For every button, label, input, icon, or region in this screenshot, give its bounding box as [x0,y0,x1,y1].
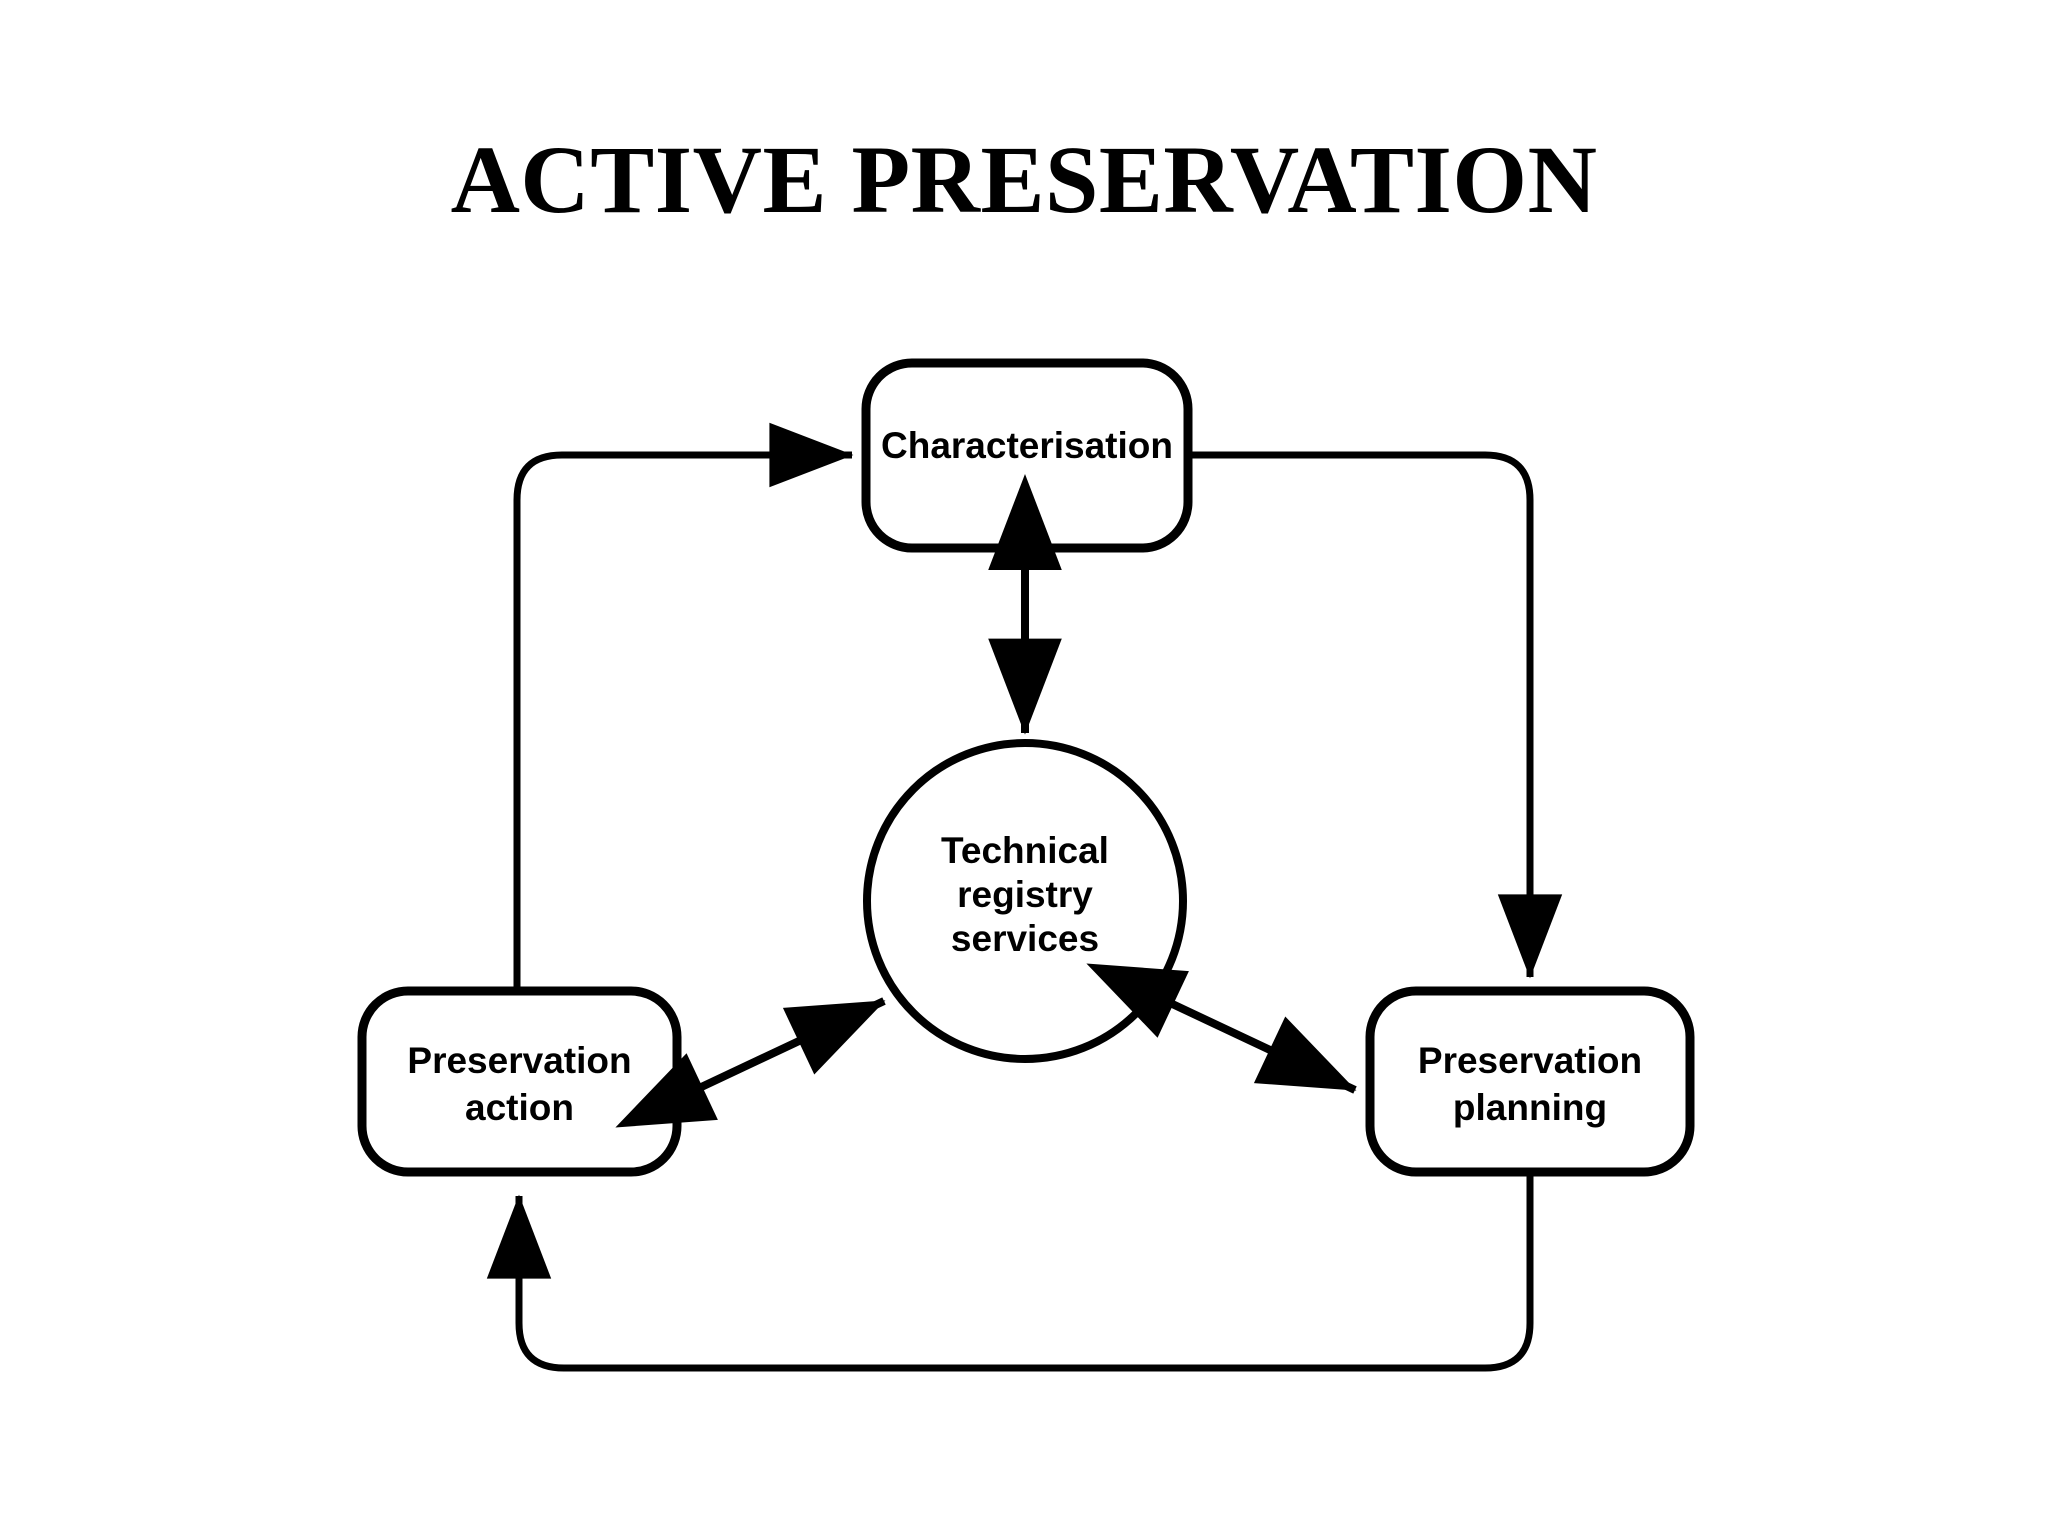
connector-planning-to-action [486,1172,1534,1372]
connector-characterisation-to-planning [1188,451,1563,979]
node-characterisation[interactable] [861,358,1193,553]
node-preservation-action[interactable] [357,986,682,1177]
connector-action-to-characterisation [513,422,854,1150]
node-technical-registry-services[interactable] [863,739,1187,1063]
page-title: ACTIVE PRESERVATION [450,126,1598,233]
connector-registry-planning [1086,963,1357,1094]
connector-action-registry [615,997,886,1128]
node-preservation-planning[interactable] [1365,986,1695,1177]
